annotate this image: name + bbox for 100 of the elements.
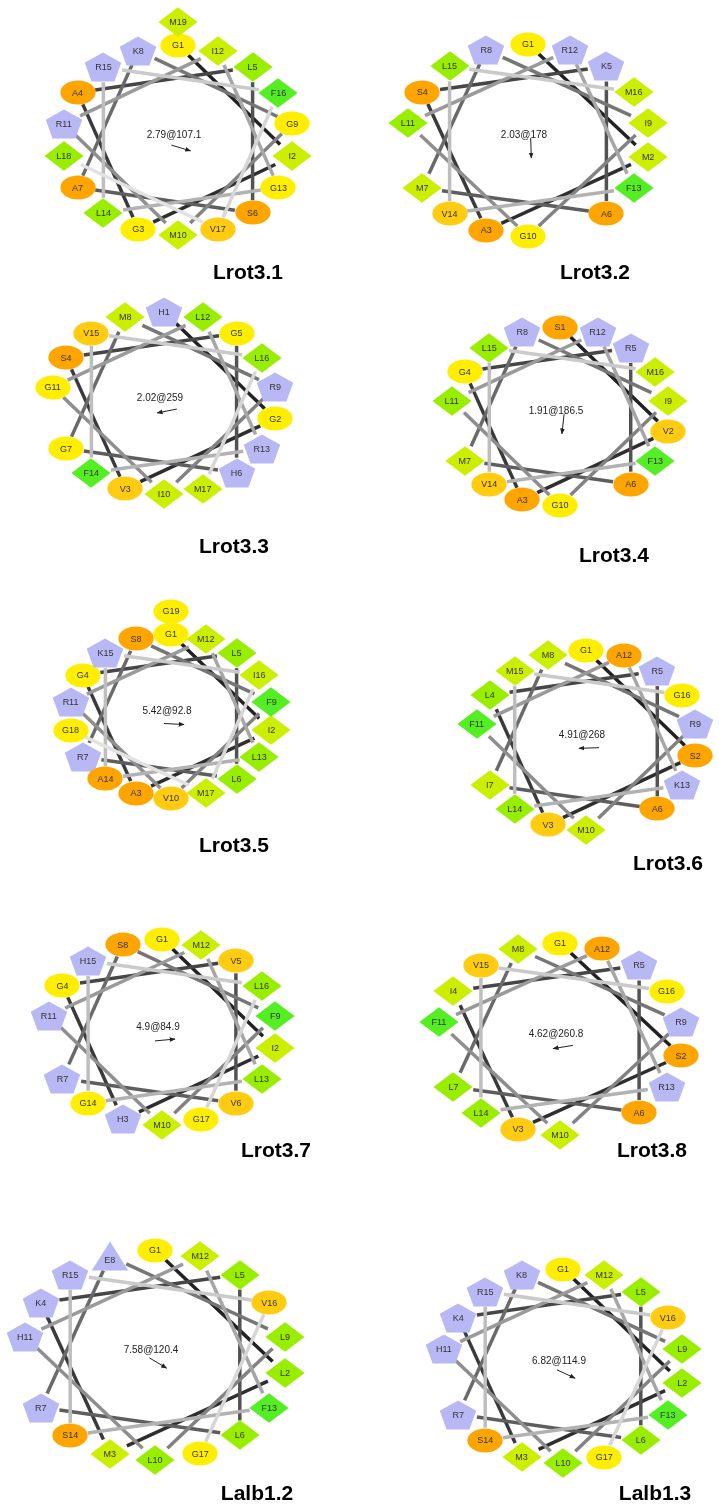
connector-line (537, 1280, 666, 1343)
residue-pentagon (647, 1072, 686, 1102)
residue-label: R15 (61, 1269, 79, 1280)
residue-pentagon (63, 742, 102, 772)
residue-label: G4 (76, 670, 89, 680)
residue-diamond (494, 656, 535, 687)
residue-label: K5 (600, 61, 612, 72)
residue-label: M10 (551, 1130, 569, 1140)
connector-line (45, 1269, 105, 1395)
residue-diamond (444, 445, 485, 476)
connector-line (569, 951, 672, 1047)
residue-label: L9 (279, 1331, 290, 1342)
residue-label: S6 (247, 207, 259, 218)
connector-line (59, 1026, 151, 1115)
residue-label: A12 (594, 943, 611, 954)
residue-label: K13 (674, 780, 691, 790)
residue-diamond (241, 1063, 282, 1094)
residue-circle (44, 973, 81, 998)
residue-diamond (402, 173, 443, 203)
residue-pentagon (145, 297, 183, 327)
connector-line (87, 650, 133, 744)
residue-diamond (528, 640, 569, 671)
residue-label: M17 (197, 788, 215, 799)
connector-line (458, 962, 513, 1074)
residue-label: V10 (163, 793, 179, 803)
connector-line (503, 1292, 651, 1317)
connector-line (467, 338, 583, 395)
connector-line (427, 63, 482, 175)
wheel-title: Lrot3.5 (199, 833, 269, 857)
residue-diamond (543, 1448, 583, 1478)
residue-label: V17 (209, 224, 226, 235)
connector-line (238, 1289, 242, 1421)
residue-diamond (255, 1000, 296, 1031)
connector-line (234, 973, 238, 1091)
connector-line (187, 53, 282, 146)
residue-label: M16 (624, 87, 643, 97)
residue-label: I12 (211, 45, 224, 56)
residue-label: S1 (554, 322, 566, 332)
connector-line (152, 162, 277, 224)
connector-line (564, 661, 680, 719)
residue-label: A6 (625, 479, 637, 490)
residue-pentagon (611, 332, 650, 363)
residue-circle (648, 978, 685, 1004)
connector-line (459, 1281, 589, 1344)
connector-line (210, 688, 255, 780)
connector-line (106, 961, 243, 985)
connector-line (136, 950, 260, 1010)
residue-label: L15 (442, 61, 458, 72)
connector-line (64, 950, 186, 1010)
connector-line (205, 1269, 265, 1395)
residue-circle (467, 1427, 504, 1453)
connector-line (500, 162, 632, 225)
residue-diamond (620, 1425, 661, 1456)
wheel-title: Lrot3.6 (633, 851, 703, 875)
connector-line (94, 68, 234, 92)
residue-pentagon (84, 52, 123, 83)
connector-line (174, 322, 266, 410)
residue-label: M2 (641, 151, 655, 162)
connector-line (250, 82, 255, 201)
connector-line (494, 668, 544, 772)
connector-line (67, 955, 119, 1066)
residue-circle (153, 621, 189, 647)
residue-label: H11 (17, 1331, 33, 1342)
residue-label: V6 (230, 1098, 242, 1109)
wheel-title: Lalb1.3 (618, 1481, 692, 1505)
residue-pentagon (69, 945, 108, 976)
connector-line (166, 1347, 274, 1450)
residue-diamond (613, 77, 654, 107)
residue-label: G10 (551, 500, 569, 510)
residue-circle (87, 766, 124, 792)
moment-value-label: 4.91@268 (558, 728, 606, 740)
residue-label: S4 (416, 87, 428, 97)
connector-line (122, 188, 262, 212)
residue-diamond (232, 52, 273, 83)
connector-line (83, 449, 219, 472)
residue-circle (542, 492, 578, 518)
residue-circle (510, 31, 546, 57)
connector-line (494, 708, 545, 814)
residue-label: G10 (519, 231, 537, 241)
residue-diamond (83, 197, 124, 228)
residue-diamond (251, 715, 292, 746)
residue-label: F9 (270, 1010, 281, 1021)
connector-line (463, 1288, 517, 1402)
residue-label: G14 (79, 1098, 97, 1109)
residue-circle (431, 201, 468, 227)
residue-circle (153, 598, 189, 624)
residue-label: G16 (673, 690, 691, 700)
residue-label: V14 (441, 208, 458, 219)
connector-line (105, 1079, 243, 1103)
residue-diamond (144, 479, 184, 509)
residue-label: R8 (516, 327, 529, 338)
residue-circle (34, 374, 71, 400)
residue-label: G18 (62, 725, 80, 736)
residue-label: E8 (104, 1255, 116, 1266)
connector-line (126, 1379, 269, 1448)
connector-line (86, 645, 190, 696)
residue-label: G2 (269, 413, 282, 424)
residue-label: G1 (156, 934, 168, 944)
residue-label: G1 (165, 629, 177, 639)
residue-label: M12 (197, 633, 215, 644)
